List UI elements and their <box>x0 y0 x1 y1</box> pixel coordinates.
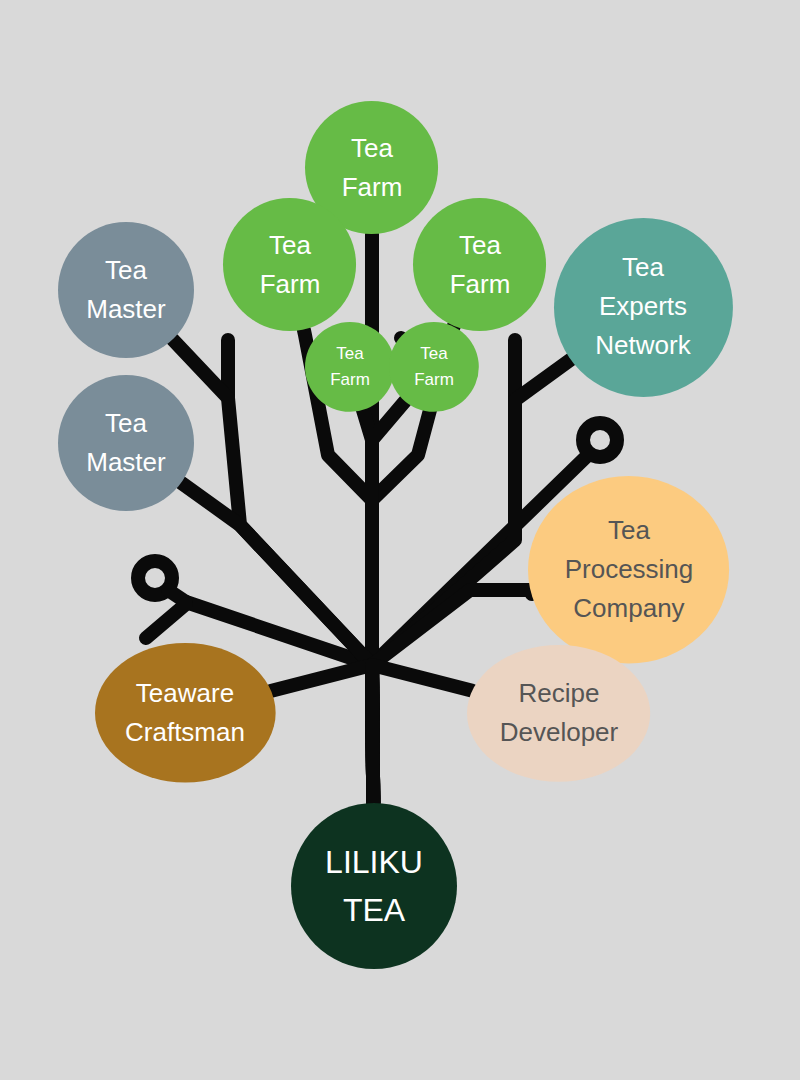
node-text: Tea Farm <box>324 341 376 392</box>
node-text: Teaware Craftsman <box>122 674 248 752</box>
branch-curl <box>583 423 617 457</box>
craftsman-ellipse: Teaware Craftsman <box>95 643 276 782</box>
node-fill <box>389 322 479 412</box>
node-shape <box>305 322 395 412</box>
recipe-ellipse: Recipe Developer <box>467 645 650 782</box>
node-label: Tea Experts Network <box>587 248 699 365</box>
node-fill <box>305 322 395 412</box>
node-text: Tea Master <box>81 251 171 329</box>
node-fill <box>413 198 546 331</box>
brand-circle: LILIKU TEA <box>291 803 457 969</box>
farm-circle: Tea Farm <box>223 198 356 331</box>
node-text: LILIKU TEA <box>319 838 429 934</box>
node-shape <box>467 645 650 782</box>
master-circle: Tea Master <box>58 222 194 358</box>
node-fill <box>58 222 194 358</box>
node-text: Recipe Developer <box>496 674 622 752</box>
node-label: Tea Farm <box>324 341 376 392</box>
node-shape <box>58 375 194 511</box>
node-text: Tea Farm <box>408 341 460 392</box>
node-shape <box>389 322 479 412</box>
farm-circle: Tea Farm <box>389 322 479 412</box>
node-label: Tea Farm <box>437 226 523 304</box>
node-label: Tea Farm <box>247 226 333 304</box>
node-fill <box>467 645 650 782</box>
experts-circle: Tea Experts Network <box>554 218 733 397</box>
node-label: Tea Farm <box>408 341 460 392</box>
node-label: Tea Processing Company <box>562 511 696 628</box>
node-label: Tea Farm <box>329 129 415 207</box>
node-fill <box>95 643 276 782</box>
node-shape <box>58 222 194 358</box>
node-fill <box>223 198 356 331</box>
farm-circle: Tea Farm <box>305 322 395 412</box>
node-label: Teaware Craftsman <box>122 674 248 752</box>
node-text: Tea Master <box>81 404 171 482</box>
farm-circle: Tea Farm <box>413 198 546 331</box>
master-circle: Tea Master <box>58 375 194 511</box>
node-text: Tea Farm <box>329 129 415 207</box>
node-text: Tea Farm <box>437 226 523 304</box>
tree-branch <box>372 665 472 803</box>
node-text: Tea Experts Network <box>587 248 699 365</box>
node-fill <box>291 803 457 969</box>
node-shape <box>291 803 457 969</box>
node-label: Recipe Developer <box>496 674 622 752</box>
node-label: LILIKU TEA <box>319 838 429 934</box>
tree-branch <box>271 665 374 803</box>
node-fill <box>554 218 733 397</box>
tree-branch <box>146 604 186 638</box>
node-shape <box>223 198 356 331</box>
node-shape <box>413 198 546 331</box>
node-shape <box>95 643 276 782</box>
node-label: Tea Master <box>81 404 171 482</box>
node-fill <box>58 375 194 511</box>
node-text: Tea Processing Company <box>562 511 696 628</box>
node-text: Tea Farm <box>247 226 333 304</box>
node-fill <box>528 476 729 664</box>
processing-ellipse: Tea Processing Company <box>528 476 729 664</box>
node-label: Tea Master <box>81 251 171 329</box>
